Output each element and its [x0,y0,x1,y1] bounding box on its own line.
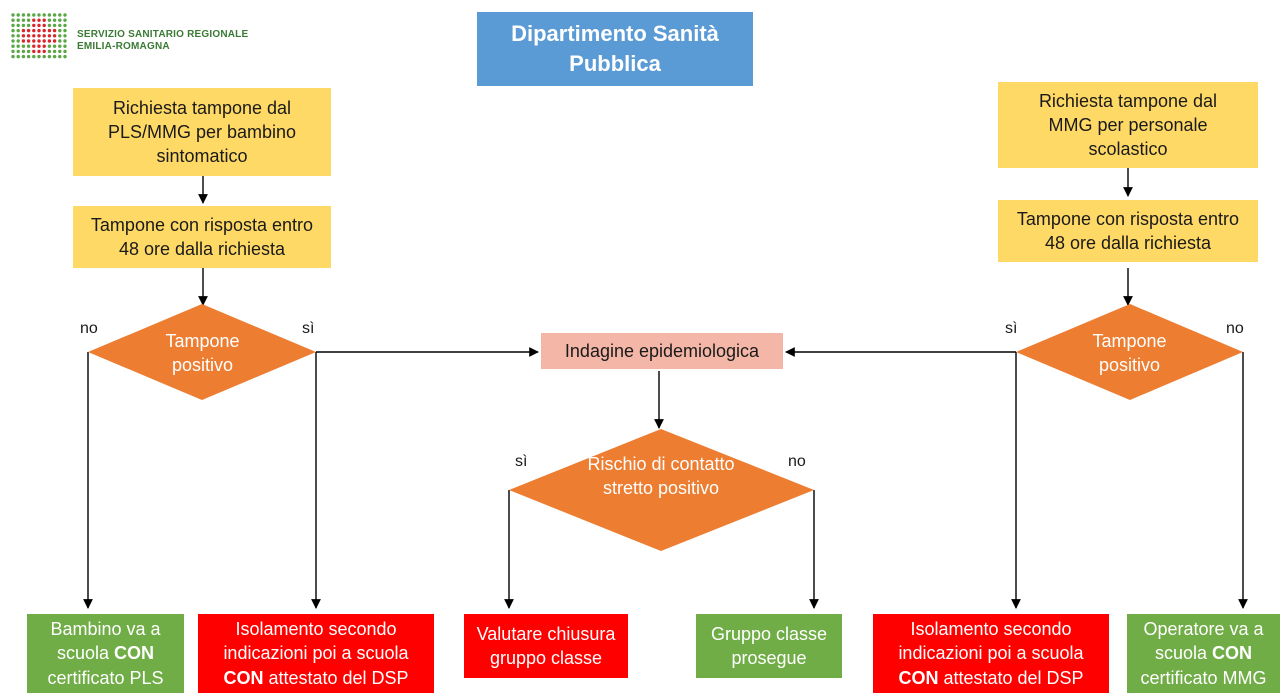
outcome-operator-school: Operatore va a scuola CON certificato MM… [1127,614,1280,693]
page-title-text: Dipartimento Sanità Pubblica [511,21,719,76]
left-no-label: no [80,320,98,337]
logo-text: SERVIZIO SANITARIO REGIONALE EMILIA-ROMA… [77,29,248,52]
right-decision-label: Tampone positivo [1092,331,1167,375]
left-decision-label: Tampone positivo [165,331,240,375]
left-request-box: Richiesta tampone dal PLS/MMG per bambin… [73,88,331,176]
investigation-box: Indagine epidemiologica [541,333,783,369]
logo-dots-icon [11,13,67,59]
outcome-operator-text-a: Operatore va a scuola [1143,619,1264,664]
left-request-text: Richiesta tampone dal PLS/MMG per bambin… [107,97,297,167]
outcome-isolation-left-text-a: Isolamento secondo indicazioni poi a scu… [223,619,409,664]
outcome-operator-text-bold: CON [1212,643,1253,664]
right-decision-diamond [1016,304,1243,400]
right-request-text: Richiesta tampone dal MMG per personale … [1038,90,1218,160]
right-no-label: no [1226,320,1244,337]
logo [10,12,68,67]
outcome-child-school: Bambino va a scuola CON certificato PLS [27,614,184,693]
outcome-isolation-right-text-bold: CON [898,667,939,688]
logo-line-1: SERVIZIO SANITARIO REGIONALE [77,29,249,40]
page-title: Dipartimento Sanità Pubblica [477,12,753,86]
outcome-class-continues: Gruppo classe prosegue [696,614,842,678]
outcome-isolation-left-text-b: attestato del DSP [263,667,409,688]
outcome-evaluate-closure: Valutare chiusura gruppo classe [464,614,628,678]
investigation-text: Indagine epidemiologica [564,340,760,361]
center-yes-label: sì [515,453,528,470]
outcome-child-text-a: Bambino va a scuola [50,619,161,664]
right-request-box: Richiesta tampone dal MMG per personale … [998,82,1258,168]
outcome-evaluate-closure-text: Valutare chiusura gruppo classe [476,623,616,668]
right-swab-text: Tampone con risposta entro 48 ore dalla … [1016,208,1240,253]
left-yes-label: sì [302,320,315,337]
center-no-label: no [788,453,806,470]
logo-line-2: EMILIA-ROMAGNA [77,40,170,52]
outcome-class-continues-text: Gruppo classe prosegue [710,623,828,668]
outcome-isolation-right-text-b: attestato del DSP [938,667,1084,688]
outcome-child-text-b: certificato PLS [47,667,164,688]
left-decision-diamond [88,304,316,400]
outcome-isolation-right-text-a: Isolamento secondo indicazioni poi a scu… [898,619,1084,664]
left-swab-box: Tampone con risposta entro 48 ore dalla … [73,206,331,268]
outcome-isolation-right: Isolamento secondo indicazioni poi a scu… [873,614,1109,693]
center-decision-diamond [509,429,814,551]
center-decision-label: Rischio di contatto stretto positivo [587,454,735,498]
outcome-operator-text-b: certificato MMG [1140,667,1267,688]
outcome-child-text-bold: CON [114,643,155,664]
outcome-isolation-left-text-bold: CON [223,667,264,688]
right-yes-label: sì [1005,320,1018,337]
left-swab-text: Tampone con risposta entro 48 ore dalla … [90,214,314,259]
outcome-isolation-left: Isolamento secondo indicazioni poi a scu… [198,614,434,693]
right-swab-box: Tampone con risposta entro 48 ore dalla … [998,200,1258,262]
